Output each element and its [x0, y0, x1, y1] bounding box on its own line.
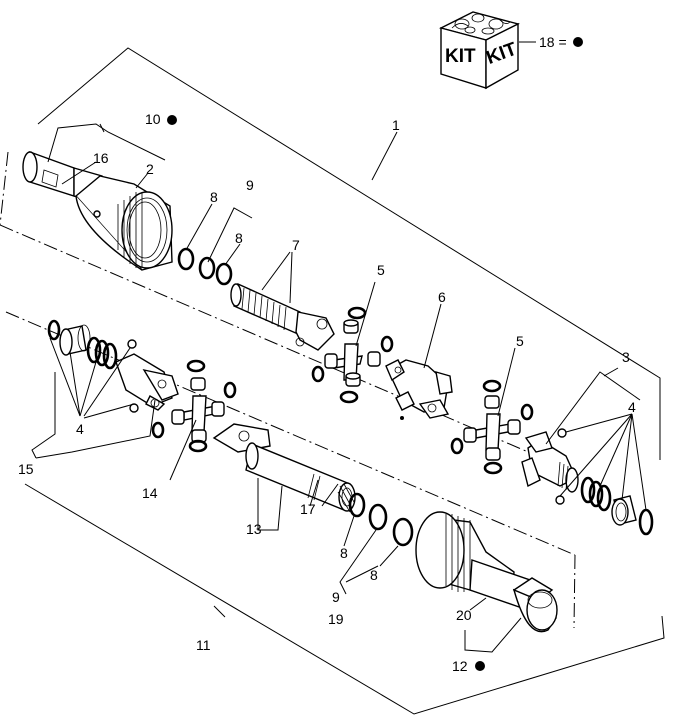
bearing-part-4-left: [59, 324, 91, 356]
callout-7: 7: [292, 237, 300, 253]
callout-19: 19: [328, 611, 344, 627]
callout-4a: 4: [628, 399, 636, 415]
outer-shaft-part-13: [212, 423, 356, 513]
callout-14: 14: [142, 485, 158, 501]
callout-15: 15: [18, 461, 34, 477]
callout-3: 3: [622, 349, 630, 365]
callout-16: 16: [93, 150, 109, 166]
kit-label-left: KIT: [445, 46, 476, 67]
callout-20: 20: [456, 607, 472, 623]
kit-dot-icon: [573, 37, 583, 47]
snap-ring-8d: [392, 517, 414, 547]
callout-9b: 9: [332, 589, 340, 605]
outer-guard-cone-part-2: [74, 175, 173, 271]
inner-guard-cone-part-20: [415, 511, 558, 633]
snap-ring-8: [177, 247, 195, 271]
callout-8b: 8: [235, 230, 243, 246]
snap-ring-8c: [348, 492, 366, 518]
kit-dot-10: [167, 115, 177, 125]
end-yoke-part-3: [521, 431, 579, 493]
cross-bearing-part-14: [171, 377, 225, 443]
spring-part-4-right: [580, 476, 612, 512]
cross-bearing-part-5: [324, 319, 381, 387]
callout-8a: 8: [210, 189, 218, 205]
snap-ring-8b: [215, 262, 233, 286]
kit-box-icon: KIT KIT: [439, 11, 520, 90]
inner-shaft-part-7: [230, 282, 335, 351]
kit-dot-12: [475, 661, 485, 671]
callout-8c: 8: [340, 545, 348, 561]
ring-9b: [368, 503, 388, 531]
callout-2: 2: [146, 161, 154, 177]
callout-6: 6: [438, 289, 446, 305]
callout-12: 12: [452, 658, 468, 674]
callout-13: 13: [246, 521, 262, 537]
callout-1: 1: [392, 117, 400, 133]
cross-bearing-part-5b: [463, 395, 521, 461]
callout-10: 10: [145, 111, 161, 127]
double-yoke-part-6: [385, 359, 453, 420]
callout-17: 17: [300, 501, 316, 517]
callout-8d: 8: [370, 567, 378, 583]
callout-5a: 5: [377, 262, 385, 278]
end-yoke-part-15: [115, 353, 179, 411]
kit-legend: 18 =: [539, 34, 567, 50]
bearing-part-4-right: [611, 495, 637, 526]
ring-9: [198, 256, 216, 280]
callout-11: 11: [196, 637, 211, 653]
spring-part-4-left: [86, 336, 118, 370]
callout-5b: 5: [516, 333, 524, 349]
callout-9a: 9: [246, 177, 254, 193]
callout-4b: 4: [76, 421, 84, 437]
